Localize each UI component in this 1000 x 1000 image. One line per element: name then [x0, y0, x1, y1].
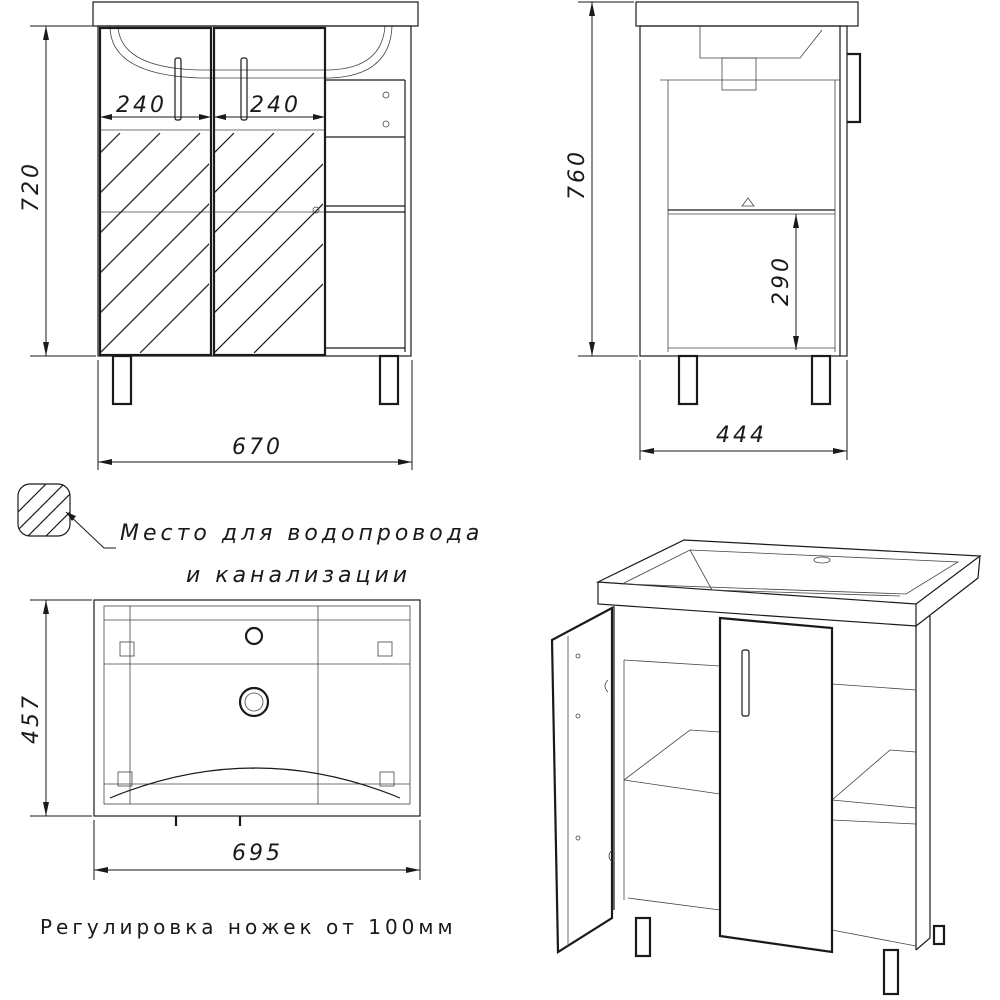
iso-door-closed: [718, 616, 834, 954]
dim-door-left: 240: [116, 93, 167, 118]
front-view: 240 240 720 670: [19, 1, 419, 470]
leg-front-left: [111, 354, 133, 406]
drain-hole-icon: [238, 686, 270, 718]
top-view: 457 695: [19, 599, 421, 880]
hatch-right-door: [215, 133, 323, 353]
dim-side-depth: 444: [716, 423, 767, 448]
dim-top-width: 695: [232, 841, 283, 866]
dim-side-height: 760: [565, 149, 590, 200]
handle-right: [240, 57, 248, 121]
hatch-swatch-icon: [17, 483, 71, 537]
legend-line-1: Место для водопровода: [120, 521, 483, 546]
dim-shelf-height: 290: [769, 255, 794, 306]
iso-handle: [741, 649, 750, 717]
dim-front-width: 670: [232, 435, 283, 460]
leg-front-right: [378, 354, 400, 406]
leg-adjust-note: Регулировка ножек от 100мм: [40, 915, 457, 939]
legend-line-2: и канализации: [186, 563, 411, 588]
legend: Место для водопровода и канализации: [17, 483, 483, 588]
side-view: 760 290 444: [565, 1, 862, 460]
dim-front-height: 720: [19, 161, 44, 212]
iso-door-open: [550, 606, 614, 954]
tap-hole-icon: [244, 626, 264, 646]
hatch-left-door: [101, 133, 209, 353]
handle-left: [174, 57, 182, 121]
isometric-view: [550, 539, 982, 996]
dim-door-right: 240: [250, 93, 301, 118]
dim-top-depth: 457: [19, 693, 44, 744]
